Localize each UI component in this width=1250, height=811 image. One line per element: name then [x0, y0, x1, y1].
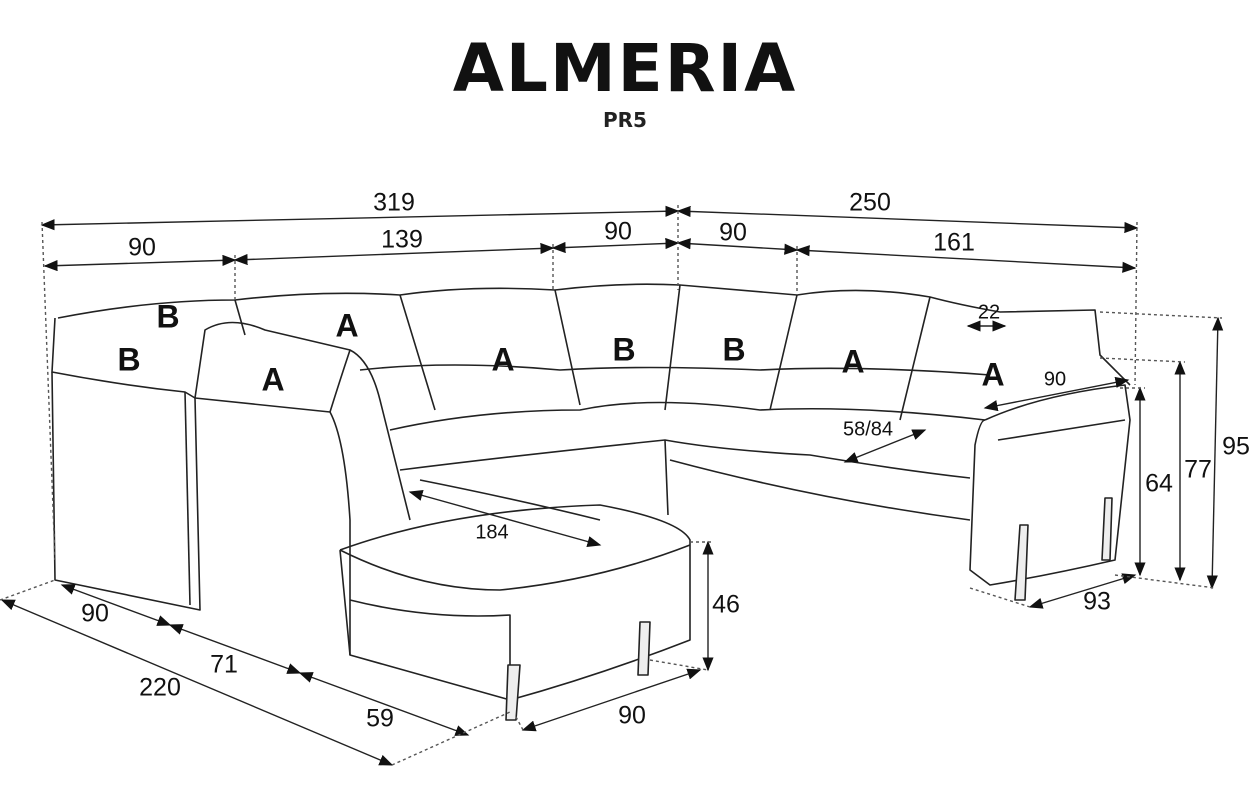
dim-chaise-length: 184 — [475, 521, 509, 544]
dim-total-height: 95 — [1222, 432, 1250, 461]
cushion-label: B — [722, 331, 746, 368]
dim-left-71: 71 — [210, 650, 238, 679]
product-model: PR5 — [603, 108, 647, 132]
dim-seg-90-a: 90 — [128, 233, 156, 262]
cushion-label: A — [981, 356, 1005, 393]
dim-seg-139: 139 — [381, 225, 423, 254]
cushion-label: A — [261, 361, 285, 398]
cushion-label: A — [841, 343, 865, 380]
product-title: ALMERIA — [452, 30, 798, 107]
dim-armrest: 22 — [977, 301, 1001, 324]
cushion-label: B — [117, 341, 141, 378]
dim-chaise-width: 90 — [618, 701, 646, 730]
dim-right-depth: 90 — [1043, 368, 1067, 391]
dim-seat-height-arm: 64 — [1145, 469, 1173, 498]
dim-seg-161: 161 — [933, 228, 975, 257]
cushion-label: A — [335, 307, 359, 344]
dim-seg-90-c: 90 — [719, 218, 747, 247]
cushion-label: B — [156, 298, 180, 335]
dim-seat-depth: 58/84 — [842, 418, 894, 441]
dim-back-height: 77 — [1184, 455, 1212, 484]
dim-seg-90-b: 90 — [604, 217, 632, 246]
dim-seat-height: 46 — [712, 590, 740, 619]
cushion-label: A — [491, 341, 515, 378]
dim-right-arm-depth: 93 — [1083, 587, 1111, 616]
cushion-label: B — [612, 331, 636, 368]
dim-left-total: 220 — [139, 673, 181, 702]
dim-left-59: 59 — [366, 704, 394, 733]
dim-total-left: 319 — [373, 188, 415, 217]
dim-left-90: 90 — [81, 599, 109, 628]
dim-total-right: 250 — [849, 188, 891, 217]
